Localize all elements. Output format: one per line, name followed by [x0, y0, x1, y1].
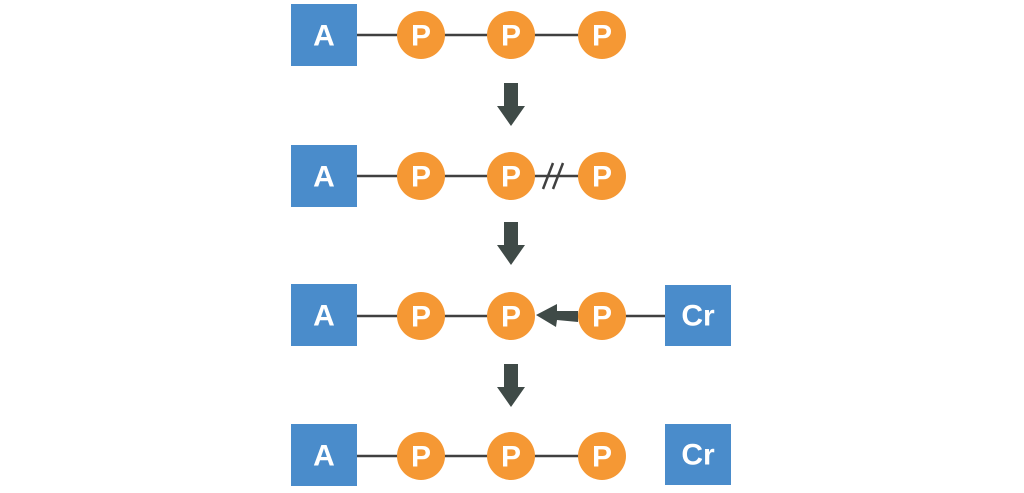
phosphate-1: P [397, 292, 445, 340]
phosphate-label: P [592, 441, 612, 474]
adenosine-label: A [313, 161, 335, 194]
bond-break-icon [541, 162, 565, 190]
phosphate-2: P [487, 152, 535, 200]
phosphate-label: P [501, 20, 521, 53]
phosphate-3: P [578, 432, 626, 480]
phosphate-1: P [397, 432, 445, 480]
phosphate-label: P [501, 161, 521, 194]
phosphate-3: P [578, 152, 626, 200]
down-arrow-icon [497, 83, 525, 126]
creatine-box: Cr [665, 285, 731, 346]
row-atp-regenerated: A P P P Cr [291, 424, 731, 486]
down-arrow-icon [497, 222, 525, 265]
creatine-box: Cr [665, 424, 731, 485]
phosphate-label: P [411, 20, 431, 53]
adenosine-label: A [313, 300, 335, 333]
phosphate-label: P [592, 20, 612, 53]
adenosine-label: A [313, 20, 335, 53]
adenosine-box: A [291, 145, 357, 207]
row-atp-bond-breaking: A P P P [291, 145, 626, 207]
row-atp: A P P P [291, 4, 626, 66]
row-phosphocreatine-transfer: A P P P Cr [291, 284, 731, 346]
phosphate-label: P [411, 301, 431, 334]
adenosine-box: A [291, 284, 357, 346]
creatine-label: Cr [681, 300, 715, 333]
phosphate-2: P [487, 292, 535, 340]
phosphate-1: P [397, 152, 445, 200]
phosphate-1: P [397, 11, 445, 59]
adenosine-box: A [291, 424, 357, 486]
phosphate-2: P [487, 11, 535, 59]
down-arrow-icon [497, 364, 525, 407]
phosphate-label: P [592, 301, 612, 334]
phosphate-3: P [578, 292, 626, 340]
phosphate-label: P [592, 161, 612, 194]
phosphate-label: P [411, 161, 431, 194]
adenosine-box: A [291, 4, 357, 66]
creatine-label: Cr [681, 439, 715, 472]
phosphate-2: P [487, 432, 535, 480]
phosphate-label: P [501, 301, 521, 334]
adenosine-label: A [313, 440, 335, 473]
phosphate-label: P [411, 441, 431, 474]
phosphate-label: P [501, 441, 521, 474]
phosphate-3: P [578, 11, 626, 59]
transfer-arrow-icon [536, 304, 578, 327]
